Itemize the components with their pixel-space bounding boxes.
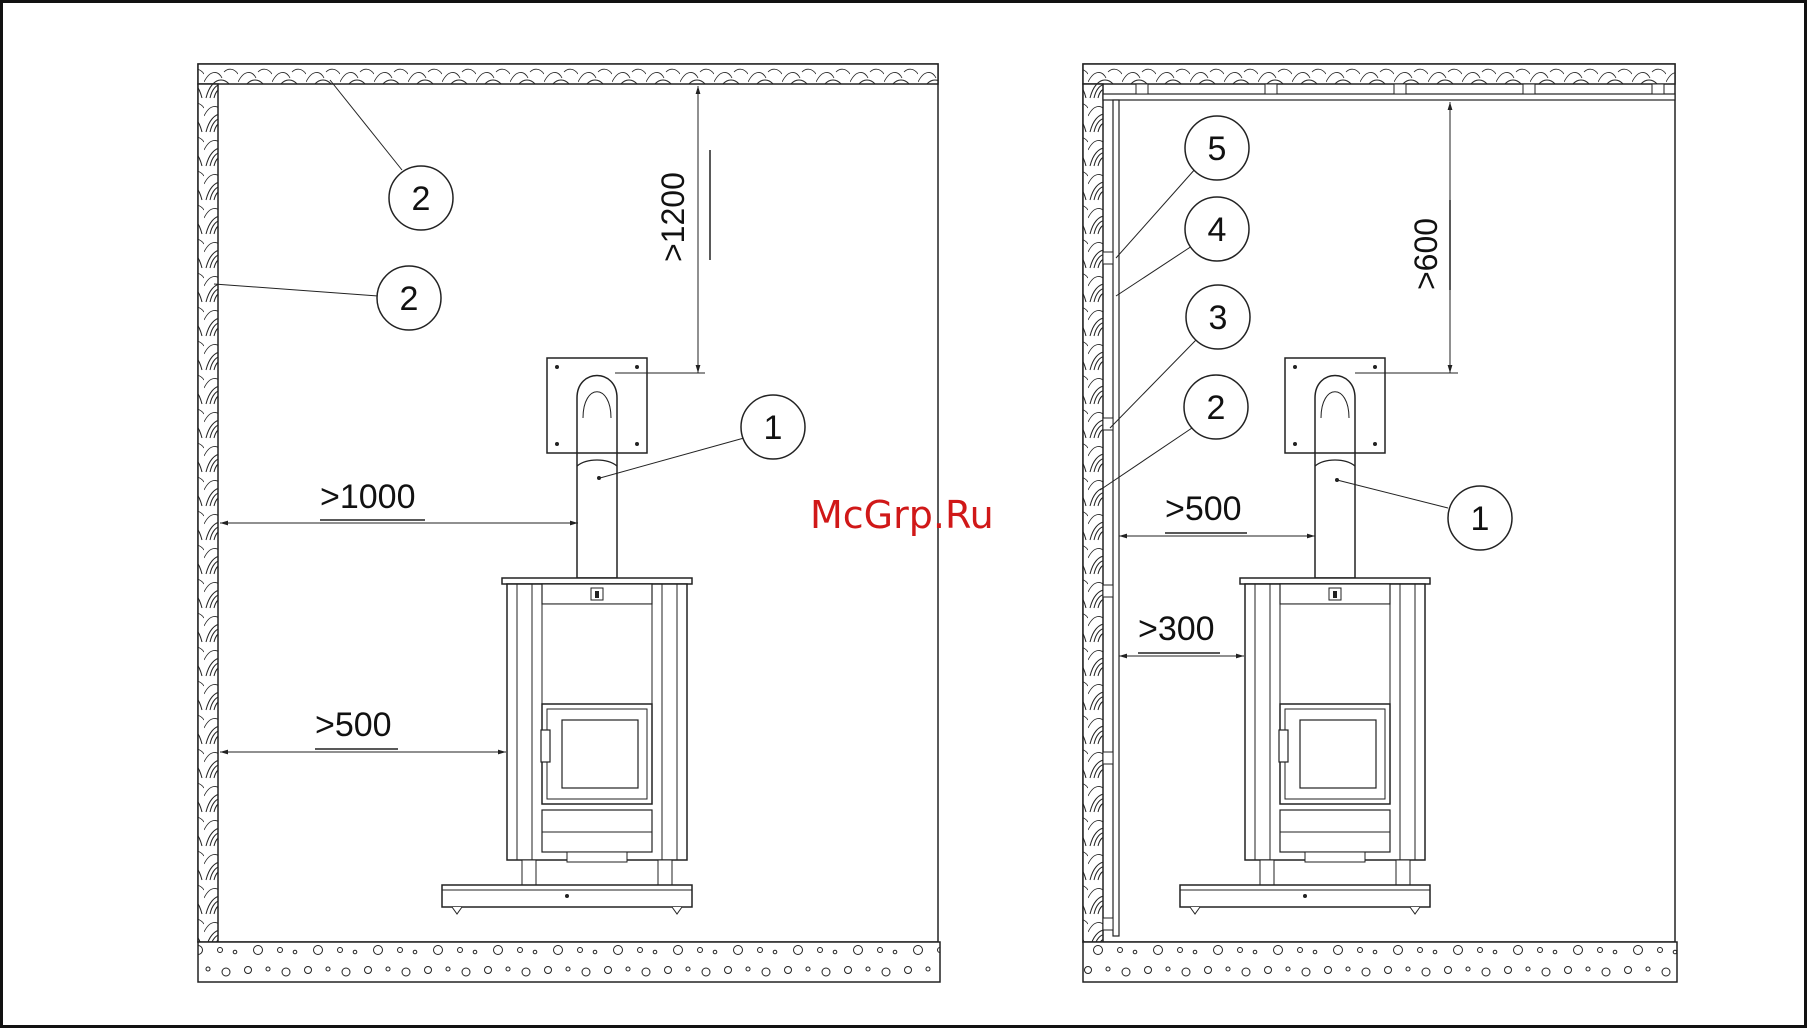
right-floor [1083, 942, 1677, 982]
left-floor [198, 942, 940, 982]
left-callout-1-label: 1 [764, 409, 783, 447]
left-callout-2b-label: 2 [400, 280, 419, 318]
left-stove-dim-label: >500 [315, 706, 392, 744]
left-callout-2a-label: 2 [412, 180, 431, 218]
right-pipe-dim-label: >500 [1165, 490, 1242, 528]
right-ceiling-dim-label: >600 [1408, 218, 1444, 290]
left-ceiling-dim-label: >1200 [655, 172, 691, 262]
right-wall-screen [1113, 100, 1119, 936]
left-pipe-dim-label: >1000 [320, 478, 416, 516]
left-callout-1-dot [597, 476, 601, 480]
right-ceiling-insulation [1083, 64, 1675, 84]
left-ceiling-insulation [198, 64, 938, 84]
right-callout-3-label: 3 [1209, 299, 1228, 337]
watermark-text: McGrp.Ru [810, 493, 994, 537]
right-callout-1-dot [1335, 478, 1339, 482]
right-stove-dim-label: >300 [1138, 610, 1215, 648]
right-callout-2-label: 2 [1207, 389, 1226, 427]
right-callout-5-label: 5 [1208, 130, 1227, 168]
left-wall-insulation [198, 84, 218, 942]
right-callout-4-label: 4 [1208, 211, 1227, 249]
right-callout-1-label: 1 [1471, 500, 1490, 538]
right-wall-insulation [1083, 84, 1103, 942]
right-ceiling-screen [1103, 94, 1675, 100]
